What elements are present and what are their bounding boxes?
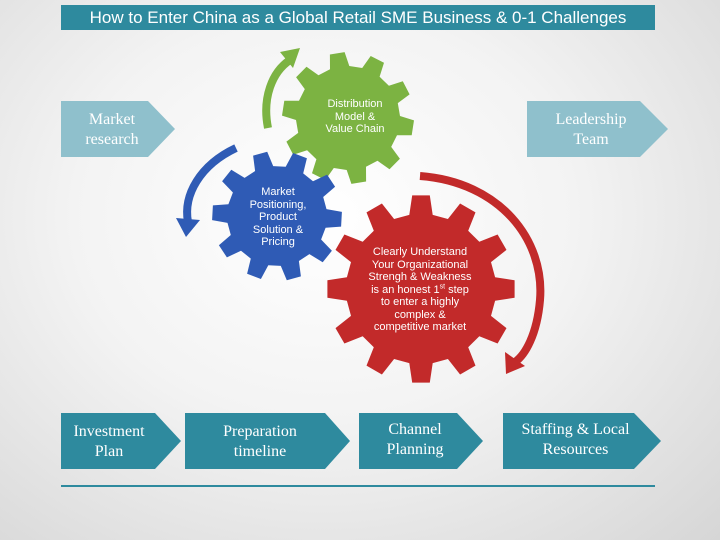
investment-plan-arrow <box>61 413 181 469</box>
positioning-gear-label: Market Positioning, Product Solution & P… <box>249 186 307 248</box>
blue-cycle-arrow <box>183 144 238 223</box>
staffing-label: Staffing & Local Resources <box>521 421 630 458</box>
distribution-gear-label: Distribution Model & Value Chain <box>325 98 385 135</box>
red-arrowhead <box>505 352 525 374</box>
leadership-team-arrow <box>527 101 668 157</box>
positioning-gear <box>212 151 342 281</box>
market-research-arrow <box>61 101 175 157</box>
distribution-gear <box>282 52 414 184</box>
channel-planning-label: Channel Planning <box>386 421 444 458</box>
leadership-team-label: Leadership Team <box>555 111 627 148</box>
investment-plan-label: Investment Plan <box>73 423 145 460</box>
preparation-timeline-arrow <box>185 413 350 469</box>
red-cycle-arrow <box>419 172 545 366</box>
organization-gear-label: Clearly Understand Your Organizational S… <box>368 246 472 333</box>
green-cycle-arrow <box>262 56 293 129</box>
green-arrowhead <box>280 48 300 68</box>
preparation-timeline-label: Preparation timeline <box>223 423 297 460</box>
channel-planning-arrow <box>359 413 483 469</box>
market-research-label: Market research <box>85 111 139 148</box>
blue-arrowhead <box>176 218 200 237</box>
bottom-divider <box>61 485 655 487</box>
page-title: How to Enter China as a Global Retail SM… <box>61 5 655 30</box>
organization-gear <box>327 195 515 383</box>
staffing-arrow <box>503 413 661 469</box>
